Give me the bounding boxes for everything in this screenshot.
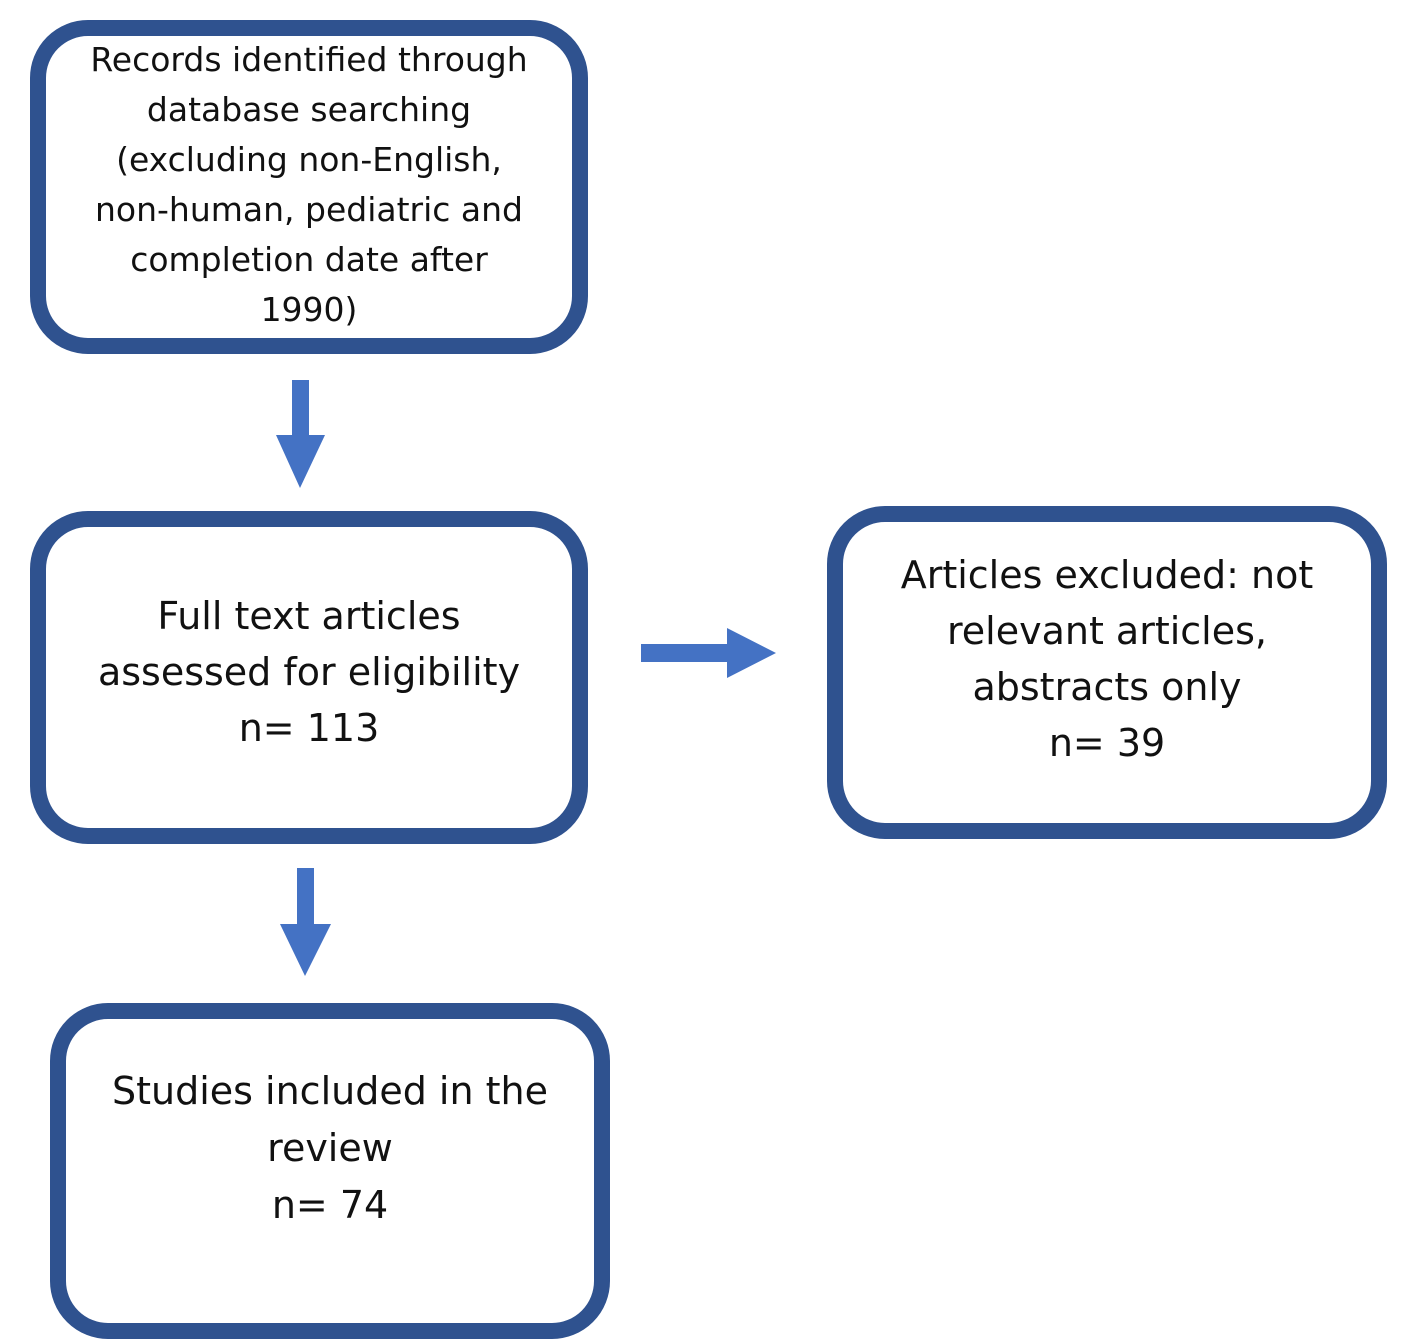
excluded-count: n= 39 — [1048, 720, 1166, 765]
records-line-4: non-human, pediatric and — [94, 190, 523, 229]
records-identified-box: Records identified through database sear… — [30, 20, 588, 354]
arrow-down-records-to-fulltext — [276, 380, 325, 488]
excluded-line-3: abstracts only — [972, 664, 1242, 709]
arrow-down-fulltext-to-studies — [280, 868, 331, 976]
excluded-line-2: relevant articles, — [946, 608, 1267, 653]
fulltext-count: n= 113 — [238, 705, 380, 750]
excluded-line-1: Articles excluded: not — [900, 552, 1314, 597]
full-text-assessed-box: Full text articles assessed for eligibil… — [30, 511, 588, 844]
records-line-3: (excluding non-English, — [116, 140, 502, 179]
fulltext-line-1: Full text articles — [157, 593, 461, 638]
studies-line-2: review — [267, 1125, 393, 1170]
articles-excluded-box: Articles excluded: not relevant articles… — [827, 506, 1387, 839]
records-line-5: completion date after — [130, 240, 488, 279]
fulltext-line-2: assessed for eligibility — [97, 649, 521, 694]
studies-count: n= 74 — [271, 1182, 389, 1227]
arrow-right-fulltext-to-excluded — [641, 628, 776, 678]
studies-line-1: Studies included in the — [112, 1068, 548, 1113]
studies-included-box: Studies included in the review n= 74 — [50, 1003, 610, 1339]
records-line-6: 1990) — [260, 290, 358, 329]
records-line-1: Records identified through — [90, 40, 528, 79]
records-line-2: database searching — [146, 90, 472, 129]
